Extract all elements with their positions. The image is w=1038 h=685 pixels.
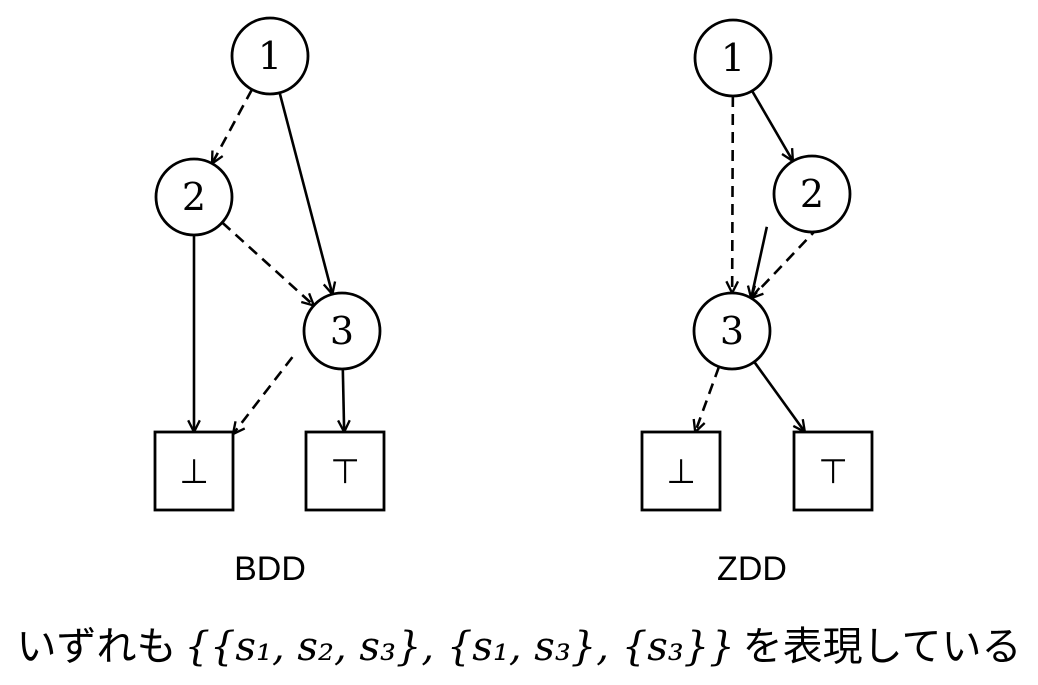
- node-circle: [154, 157, 234, 237]
- edge-b3-bF-dashed: [233, 356, 294, 434]
- caption-set-expression: {{s₁, s₂, s₃}, {s₁, s₃}, {s₃}}: [185, 624, 735, 670]
- terminal-node-bF: ⊥: [153, 430, 235, 512]
- variable-node-b1: 1: [230, 16, 310, 96]
- node-label-zT: ⊤: [818, 452, 848, 492]
- terminal-node-zF: ⊥: [640, 430, 722, 512]
- node-label-bF: ⊥: [179, 452, 209, 492]
- node-label-z2: 2: [800, 172, 824, 216]
- edge-b2-b3-dashed: [221, 221, 314, 306]
- node-circle: [230, 16, 310, 96]
- node-circle: [772, 154, 852, 234]
- terminal-node-bT: ⊤: [304, 430, 386, 512]
- node-label-b1: 1: [258, 34, 282, 78]
- node-label-z3: 3: [720, 309, 744, 353]
- caption-prefix: いずれも: [17, 624, 177, 670]
- edge-z2-z3-solid: [751, 226, 769, 298]
- terminal-box: [792, 430, 874, 512]
- node-label-zF: ⊥: [666, 452, 696, 492]
- node-label-bT: ⊤: [330, 452, 360, 492]
- terminal-box: [640, 430, 722, 512]
- zdd-title: ZDD: [717, 550, 787, 588]
- edge-b1-b3-solid: [278, 92, 333, 294]
- edge-z1-z3-dashed: [732, 95, 733, 293]
- variable-node-z2: 2: [772, 154, 852, 234]
- node-circle: [302, 291, 382, 371]
- edge-b1-b2-dashed: [212, 88, 254, 163]
- node-label-b3: 3: [330, 309, 354, 353]
- edge-z2-z3-dashed: [751, 225, 820, 298]
- terminal-box: [304, 430, 386, 512]
- nodes-layer: 1 2 3 ⊥ ⊤ 1 2 3 ⊥ ⊤: [153, 16, 874, 512]
- terminal-box: [153, 430, 235, 512]
- node-label-z1: 1: [721, 36, 745, 80]
- node-label-b2: 2: [182, 175, 206, 219]
- node-circle: [693, 18, 773, 98]
- caption-suffix: を表現している: [743, 624, 1022, 670]
- bdd-title: BDD: [234, 550, 306, 588]
- edge-z3-zT-solid: [753, 361, 805, 432]
- edge-b3-bT-solid: [343, 368, 344, 432]
- edge-z1-z2-solid: [750, 90, 793, 161]
- node-circle: [692, 291, 772, 371]
- edges-layer: [194, 88, 820, 434]
- variable-node-z1: 1: [693, 18, 773, 98]
- variable-node-z3: 3: [692, 291, 772, 371]
- variable-node-b3: 3: [302, 291, 382, 371]
- caption: いずれも{{s₁, s₂, s₃}, {s₁, s₃}, {s₃}}を表現してい…: [17, 624, 1022, 670]
- terminal-node-zT: ⊤: [792, 430, 874, 512]
- edge-z3-zF-dashed: [695, 366, 721, 432]
- variable-node-b2: 2: [154, 157, 234, 237]
